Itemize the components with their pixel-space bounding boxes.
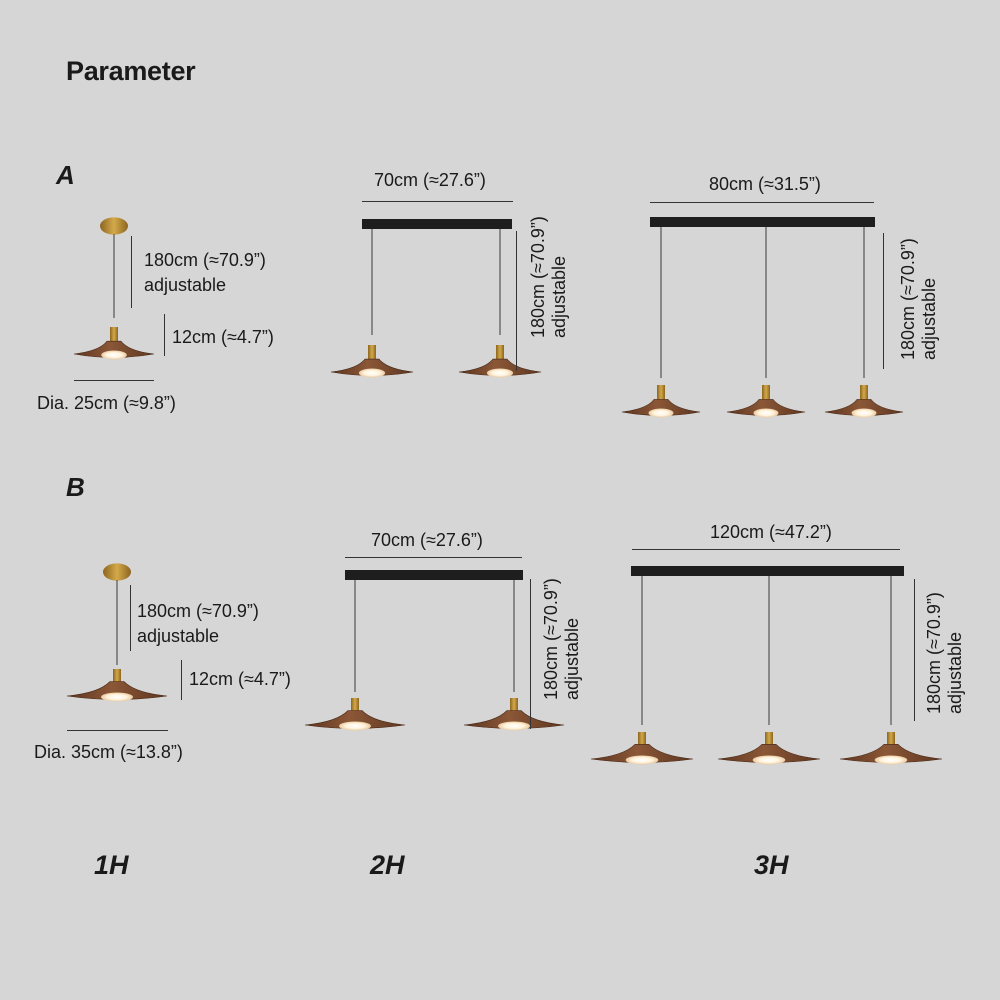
drop-dimension-line <box>914 579 915 721</box>
ceiling-canopy-bar <box>345 570 523 580</box>
light-diffuser <box>498 721 530 731</box>
diameter-label: Dia. 35cm (≈13.8”) <box>34 742 183 762</box>
drop-label-group: 180cm (≈70.9”) adjustable <box>898 238 940 360</box>
brass-stem <box>638 732 646 751</box>
page-title: Parameter <box>66 56 196 86</box>
width-dimension-line <box>650 202 874 203</box>
light-diffuser <box>358 368 386 378</box>
brass-stem <box>657 385 665 404</box>
drop-length-label: 180cm (≈70.9”) <box>898 238 918 360</box>
column-label-2h: 2H <box>370 850 405 880</box>
drop-adjustable-label: adjustable <box>919 277 939 360</box>
light-diffuser <box>648 408 674 418</box>
drop-adjustable-label: adjustable <box>562 617 582 700</box>
brass-stem <box>887 732 895 751</box>
ceiling-canopy <box>100 217 128 235</box>
drop-label-group: 180cm (≈70.9”) adjustable <box>528 216 570 338</box>
ceiling-canopy-bar <box>650 217 875 227</box>
light-diffuser <box>851 408 877 418</box>
drop-dimension-line <box>130 585 131 651</box>
brass-stem <box>765 732 773 751</box>
height-dimension-line <box>181 660 182 700</box>
brass-stem <box>510 698 518 717</box>
drop-label-group: 180cm (≈70.9”) adjustable <box>541 578 583 700</box>
drop-dimension-line <box>883 233 884 369</box>
ceiling-canopy-bar <box>362 219 512 229</box>
drop-length-label: 180cm (≈70.9”) <box>137 601 259 621</box>
light-diffuser <box>874 755 908 765</box>
light-diffuser <box>625 755 659 765</box>
height-dimension-line <box>164 314 165 356</box>
brass-stem <box>110 327 118 346</box>
light-diffuser <box>753 408 779 418</box>
brass-stem <box>113 669 121 688</box>
column-label-3h: 3H <box>754 850 789 880</box>
brass-stem <box>860 385 868 404</box>
ceiling-canopy-bar <box>631 566 904 576</box>
drop-adjustable-label: adjustable <box>137 626 220 646</box>
drop-dimension-line <box>516 231 517 371</box>
shade-height-label: 12cm (≈4.7”) <box>189 669 291 689</box>
light-diffuser <box>486 368 514 378</box>
drop-label-group: 180cm (≈70.9”) adjustable <box>924 592 966 714</box>
drop-length-label: 180cm (≈70.9”) <box>144 250 266 270</box>
light-diffuser <box>101 692 133 702</box>
column-label-1h: 1H <box>94 850 129 880</box>
brass-stem <box>496 345 504 364</box>
diameter-dimension-line <box>67 730 168 731</box>
width-dimension-line <box>632 549 900 550</box>
canopy-width-label: 80cm (≈31.5”) <box>709 174 821 194</box>
light-diffuser <box>101 350 127 360</box>
brass-stem <box>762 385 770 404</box>
diameter-label: Dia. 25cm (≈9.8”) <box>37 393 176 413</box>
light-diffuser <box>752 755 786 765</box>
drop-length-label: 180cm (≈70.9”) <box>541 578 561 700</box>
drop-adjustable-label: adjustable <box>144 275 227 295</box>
drop-length-label: 180cm (≈70.9”) <box>924 592 944 714</box>
canopy-width-label: 120cm (≈47.2”) <box>710 522 832 542</box>
light-diffuser <box>339 721 371 731</box>
drop-dimension-line <box>131 236 132 308</box>
drop-dimension-line <box>530 579 531 729</box>
drop-adjustable-label: adjustable <box>549 255 569 338</box>
width-dimension-line <box>362 201 513 202</box>
brass-stem <box>368 345 376 364</box>
brass-stem <box>351 698 359 717</box>
diameter-dimension-line <box>74 380 154 381</box>
canopy-width-label: 70cm (≈27.6”) <box>371 530 483 550</box>
shade-height-label: 12cm (≈4.7”) <box>172 327 274 347</box>
canopy-width-label: 70cm (≈27.6”) <box>374 170 486 190</box>
width-dimension-line <box>345 557 522 558</box>
ceiling-canopy <box>103 563 131 581</box>
row-label-a: A <box>56 160 75 190</box>
drop-adjustable-label: adjustable <box>945 631 965 714</box>
row-label-b: B <box>66 472 85 502</box>
drop-length-label: 180cm (≈70.9”) <box>528 216 548 338</box>
